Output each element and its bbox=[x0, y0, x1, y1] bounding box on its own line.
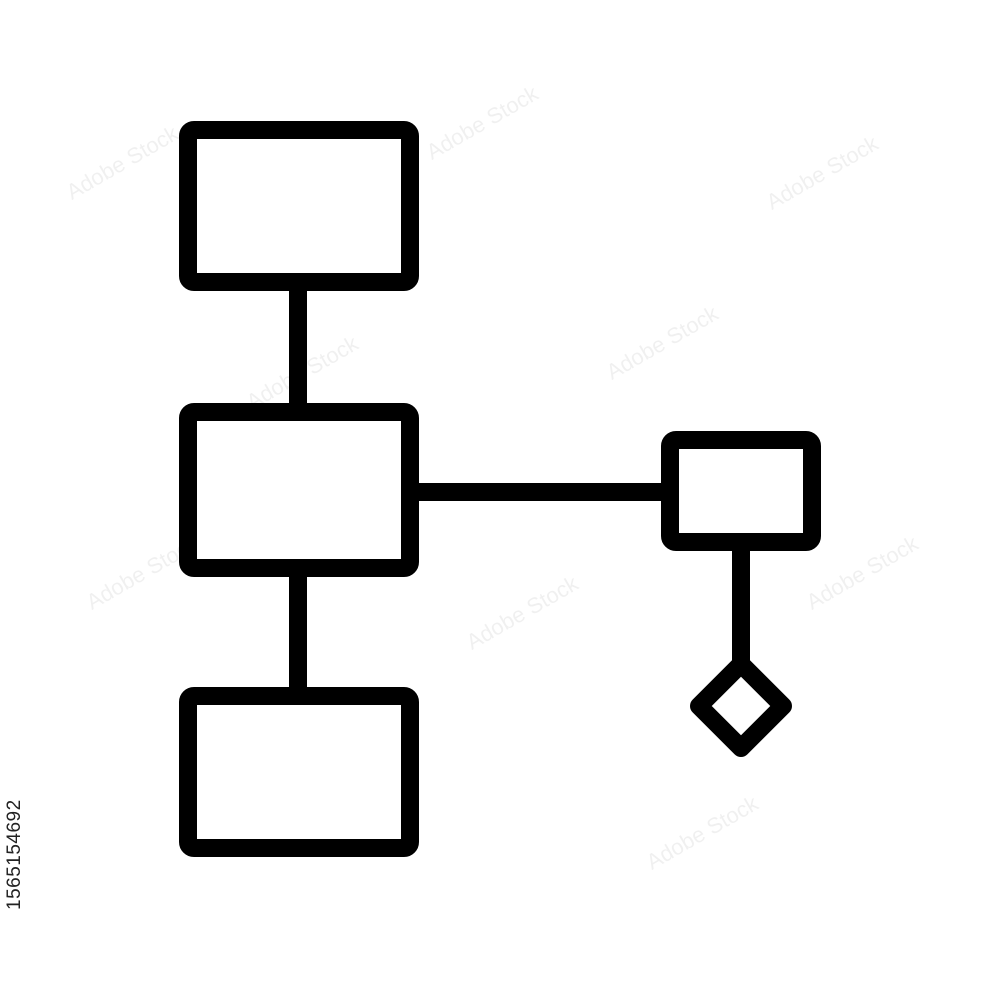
flowchart-box-middle bbox=[179, 403, 419, 577]
flowchart-box-top bbox=[179, 121, 419, 291]
flowchart-box-bottom bbox=[179, 687, 419, 857]
stock-id-label: 1565154692 bbox=[4, 799, 25, 910]
decision-diamond bbox=[690, 655, 792, 757]
flowchart-box-side bbox=[661, 431, 821, 551]
